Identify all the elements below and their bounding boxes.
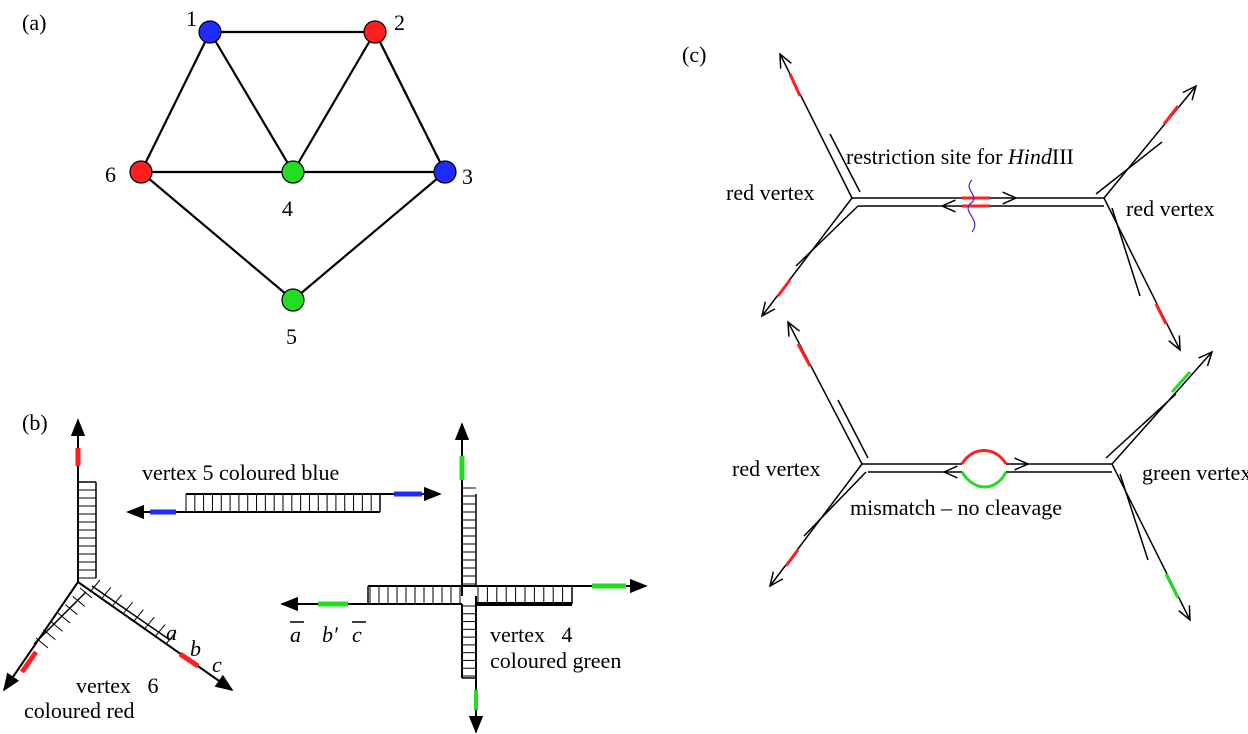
top-right-vertex-label: red vertex: [1126, 196, 1215, 221]
vertex-3-label: 3: [462, 164, 473, 189]
vertex-2-label: 2: [394, 10, 405, 35]
ladder-rung: [165, 631, 177, 645]
bottom-left-vertex-label: red vertex: [732, 456, 821, 481]
ladder-rung: [57, 612, 71, 624]
v6-left-ladder: [33, 587, 93, 649]
vertex6-junction: a b c vertex 6 coloured red: [2, 418, 234, 723]
vertex-3-node: [433, 160, 457, 184]
mismatch-green-bubble: [960, 471, 1008, 489]
vertex6-caption-line2: coloured red: [24, 698, 135, 723]
vertex4-caption-line2: coloured green: [490, 648, 621, 673]
vertex6-caption-line1: vertex 6: [76, 673, 158, 698]
ladder-rung: [65, 604, 78, 616]
edge-1-6: [140, 31, 211, 173]
ladder-rung: [43, 629, 56, 641]
graph-edges: [140, 30, 446, 301]
vertex-1-node: [198, 20, 222, 44]
edge-2-3: [374, 31, 446, 173]
ladder-rung: [122, 601, 133, 615]
vertex-4-label: 4: [282, 196, 293, 221]
ladder-rung: [89, 579, 101, 593]
bottom-right-vertex-label: green vertex: [1142, 460, 1248, 485]
label-b: b: [190, 636, 201, 661]
ladder-rail: [33, 591, 87, 645]
ladder-rung: [143, 616, 155, 630]
v6-right-ladder: [89, 579, 177, 645]
vertex5-caption: vertex 5 coloured blue: [142, 460, 339, 485]
label-a-bar: a: [290, 622, 301, 647]
panel-c: (c) red vertex red vert: [682, 42, 1248, 620]
graph-labels: 1 2 3 4 5 6: [105, 6, 473, 349]
panel-c-bottom: red vertex green vertex mismatch – no cl…: [732, 322, 1248, 620]
ladder-rung: [111, 594, 123, 608]
edge-1-4: [209, 31, 294, 173]
ladder-rung: [50, 620, 63, 632]
vertex4-caption-line1: vertex 4: [490, 622, 572, 647]
edge-3-5: [292, 171, 446, 301]
v6-left-red-segment: [19, 650, 39, 674]
vertex5-strand: vertex 5 coloured blue: [126, 460, 442, 520]
cleavage-cut-mark: [967, 179, 976, 233]
ladder-rung: [154, 624, 166, 637]
vertex-5-node: [281, 288, 305, 312]
vertex-6-label: 6: [105, 162, 116, 187]
panel-c-label: (c): [682, 42, 706, 67]
label-c: c: [212, 652, 222, 677]
v4-ladders: [369, 487, 573, 677]
restriction-site-label: restriction site for HindIII: [846, 144, 1074, 169]
edge-2-4: [292, 31, 376, 173]
ladder-rung: [72, 595, 85, 607]
mismatch-red-bubble: [960, 449, 1008, 465]
vertex4-cross: a b′ c vertex 4 coloured green: [280, 422, 648, 734]
mismatch-label: mismatch – no cleavage: [850, 495, 1062, 520]
vertex-5-label: 5: [286, 324, 297, 349]
vertex-6-node: [129, 160, 153, 184]
panel-b: (b) a b c vertex 6 coloured red vertex 5…: [2, 410, 648, 734]
ladder-rung: [100, 587, 112, 600]
vertex-2-node: [363, 20, 387, 44]
graph-nodes: [129, 20, 457, 312]
label-b-prime: b′: [322, 622, 339, 647]
label-c-bar: c: [352, 622, 362, 647]
v6-right-red-segment: [178, 651, 200, 669]
panel-a: (a) 1 2 3 4 5 6: [22, 6, 473, 349]
panel-c-top: red vertex red vertex restriction site f…: [726, 54, 1215, 350]
panel-b-label: (b): [22, 410, 48, 435]
v6-up-ladder: [78, 481, 97, 579]
panel-a-label: (a): [22, 10, 46, 35]
ladder-rung: [35, 637, 49, 649]
edge-6-5: [140, 171, 294, 301]
ladder-rail: [91, 585, 171, 641]
ladder-rung: [79, 587, 93, 599]
vertex-4-node: [281, 160, 305, 184]
top-left-vertex-label: red vertex: [726, 180, 815, 205]
label-a: a: [166, 620, 177, 645]
vertex-1-label: 1: [186, 6, 197, 31]
ladder-rung: [133, 609, 144, 623]
v5-ladder: [185, 494, 381, 512]
